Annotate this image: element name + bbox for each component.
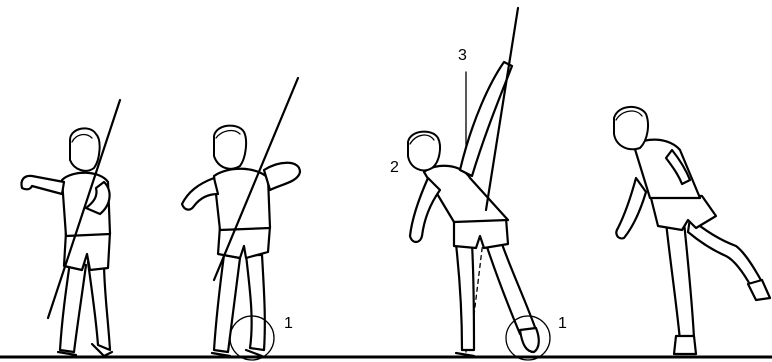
figure-4-leg-raised <box>688 218 762 288</box>
figure-1-leg-right <box>88 262 110 350</box>
figure-4-foot-raised <box>748 280 770 300</box>
figure-3 <box>408 8 550 360</box>
figure-4-leg-standing <box>666 222 694 340</box>
figure-4 <box>614 107 770 354</box>
axis-marker-label: 3 <box>458 48 467 64</box>
figure-1-arm-left <box>21 176 64 194</box>
arm-marker-label: 2 <box>390 160 399 176</box>
figure-3-arm-throwing <box>460 62 512 176</box>
foot-marker-label-b: 1 <box>558 316 567 332</box>
figure-2-head <box>214 126 246 169</box>
figure-3-head <box>408 132 440 171</box>
figure-3-leg-front <box>486 244 536 334</box>
figure-2-torso <box>214 169 270 230</box>
figure-3-leg-back <box>456 244 474 350</box>
figure-1 <box>21 100 120 356</box>
figure-2 <box>182 78 300 360</box>
figure-4-arm-left <box>616 178 646 238</box>
figure-2-arm-left <box>182 178 218 210</box>
figure-2-arm-right <box>264 163 300 190</box>
figure-4-foot-standing <box>674 336 696 354</box>
figure-4-head <box>614 107 648 149</box>
foot-marker-label-a: 1 <box>284 316 293 332</box>
figure-1-leg-left <box>60 262 86 352</box>
figure-3-foot-front <box>520 328 539 352</box>
figure-3-arm-front <box>410 178 440 242</box>
figure-4-shorts <box>650 194 716 230</box>
figure-2-foot-right <box>246 350 262 356</box>
figure-2-leg-right <box>246 255 265 350</box>
